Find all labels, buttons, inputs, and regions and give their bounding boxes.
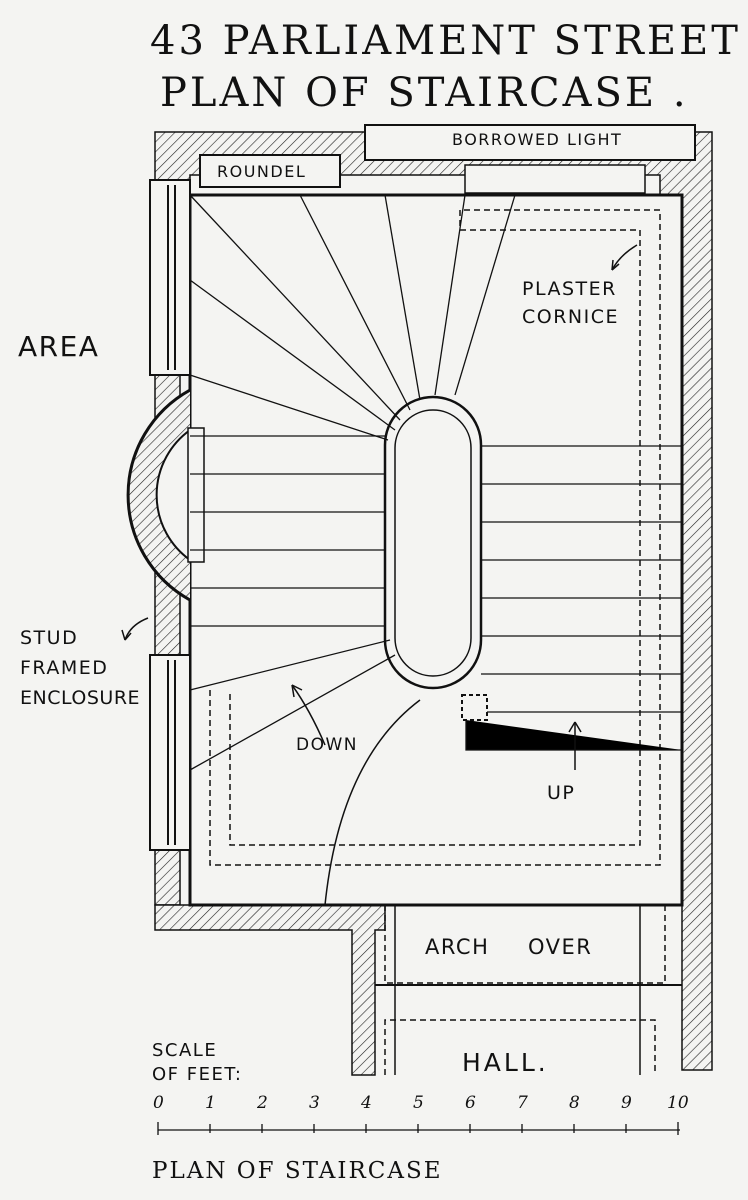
winder-treads xyxy=(189,194,516,771)
left-windows xyxy=(149,179,191,851)
scale-tick-4: 4 xyxy=(361,1093,372,1113)
down-label: DOWN xyxy=(296,735,358,755)
drawing-title-line-2: PLAN OF STAIRCASE . xyxy=(160,70,689,116)
down-flight-curve xyxy=(324,699,421,906)
roundel-label: ROUNDEL xyxy=(217,162,307,181)
figure-caption: PLAN OF STAIRCASE xyxy=(152,1158,443,1184)
scale-tick-9: 9 xyxy=(621,1093,632,1113)
scale-label-1: SCALE xyxy=(152,1040,218,1061)
scale-bar xyxy=(157,1122,680,1135)
scale-tick-5: 5 xyxy=(413,1093,424,1113)
stair-well xyxy=(383,395,488,721)
borrowed-light-label: BORROWED LIGHT xyxy=(452,130,623,149)
stud-label-3: ENCLOSURE xyxy=(20,687,141,709)
area-label: AREA xyxy=(18,330,100,363)
roundel-box xyxy=(199,154,341,188)
scale-tick-8: 8 xyxy=(569,1093,580,1113)
stud-framed-enclosure xyxy=(126,388,205,602)
stud-label-2: FRAMED xyxy=(20,657,109,679)
direction-arrows xyxy=(121,244,638,770)
over-label: OVER xyxy=(528,935,593,959)
arch-and-hall xyxy=(375,904,682,1075)
scale-tick-7: 7 xyxy=(517,1093,528,1113)
scale-tick-6: 6 xyxy=(465,1093,476,1113)
borrowed-light-box xyxy=(364,124,696,161)
scale-tick-2: 2 xyxy=(257,1093,268,1113)
scale-tick-10: 10 xyxy=(667,1093,689,1113)
scale-tick-1: 1 xyxy=(205,1093,216,1113)
plaster-cornice-line xyxy=(209,209,661,866)
borrowed-light-sill xyxy=(464,164,646,194)
scale-tick-3: 3 xyxy=(309,1093,320,1113)
plaster-cornice-label-2: CORNICE xyxy=(522,306,620,328)
straight-treads xyxy=(190,435,682,751)
plaster-cornice-label-1: PLASTER xyxy=(522,278,617,300)
drawing-title-line-1: 43 PARLIAMENT STREET xyxy=(150,18,741,64)
hall-label: HALL. xyxy=(462,1048,549,1077)
scale-label-2: OF FEET: xyxy=(152,1064,243,1085)
stud-label-1: STUD xyxy=(20,627,79,649)
arch-label: ARCH xyxy=(425,935,490,959)
up-label: UP xyxy=(547,782,576,804)
scale-tick-0: 0 xyxy=(153,1093,164,1113)
